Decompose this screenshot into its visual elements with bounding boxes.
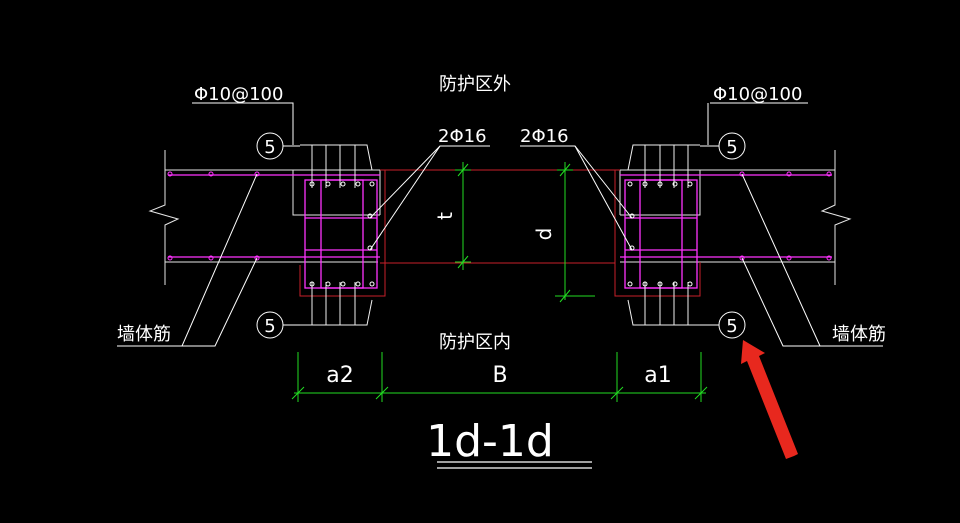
stirrup-label-right: Φ10@100 (713, 84, 802, 105)
wall-outline (148, 150, 852, 285)
right-column-stirrups (627, 144, 700, 326)
right-column-rebar (624, 179, 698, 289)
inside-zone-label: 防护区内 (439, 332, 511, 353)
callout-bubble-top-right: 5 (718, 132, 746, 160)
bars-label-left: 2Φ16 (438, 126, 487, 147)
callout-bubble-bottom-left: 5 (256, 311, 284, 339)
dimension-horizontal (291, 352, 708, 402)
left-column-rebar (304, 179, 378, 289)
wall-bars-label-right: 墙体筋 (832, 324, 886, 345)
wall-rebar (167, 171, 832, 261)
svg-text:5: 5 (264, 137, 275, 158)
dimension-label-a1: a1 (644, 363, 671, 388)
section-title: 1d-1d (426, 416, 554, 467)
red-arrow-icon (741, 340, 798, 459)
wall-bars-label-left: 墙体筋 (117, 324, 171, 345)
slab-outline (299, 169, 701, 297)
svg-text:d: d (532, 228, 556, 241)
svg-text:t: t (433, 212, 457, 220)
outside-zone-label: 防护区外 (439, 74, 511, 95)
callout-bubble-bottom-right: 5 (718, 311, 746, 339)
dimension-t: t (433, 162, 471, 270)
dimension-d: d (532, 162, 595, 303)
leader-lines (117, 102, 883, 347)
left-column-stirrups (300, 144, 373, 326)
stirrup-label-left: Φ10@100 (194, 84, 283, 105)
dimension-label-B: B (492, 363, 507, 388)
svg-text:5: 5 (264, 316, 275, 337)
dimension-label-a2: a2 (326, 363, 353, 388)
callout-bubble-top-left: 5 (256, 132, 284, 160)
svg-text:5: 5 (726, 137, 737, 158)
bars-label-right: 2Φ16 (520, 126, 569, 147)
svg-text:5: 5 (726, 316, 737, 337)
